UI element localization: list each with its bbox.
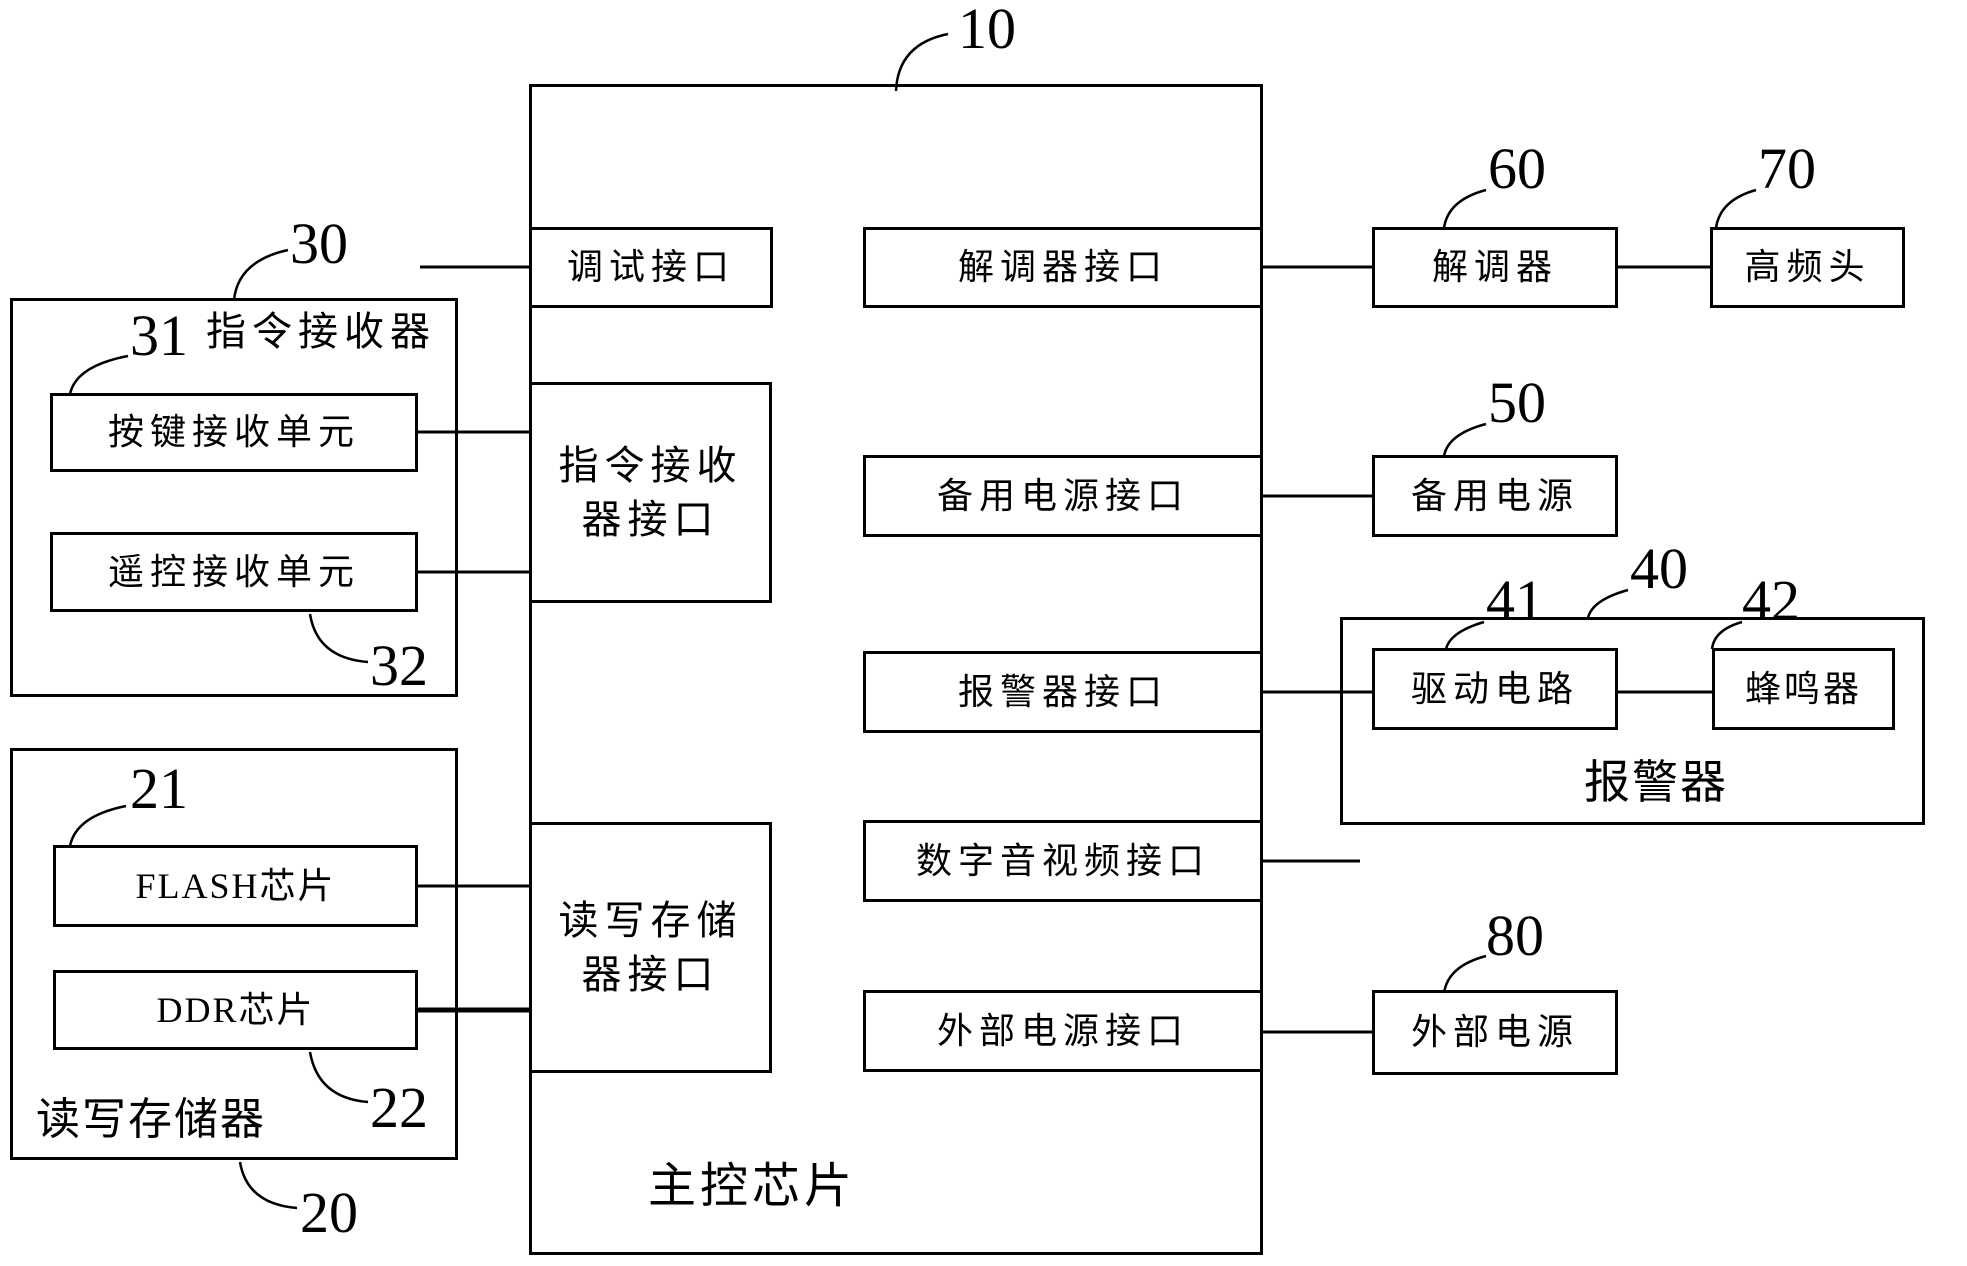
leader-curve-30 bbox=[232, 248, 289, 301]
leader-curve-31 bbox=[68, 354, 129, 395]
leader-curve-21 bbox=[68, 804, 127, 847]
node-demodulator: 解调器 bbox=[1372, 227, 1618, 308]
node-alarm-interface: 报警器接口 bbox=[863, 651, 1263, 733]
group-rw-memory bbox=[10, 748, 458, 1160]
ref-10: 10 bbox=[958, 0, 1016, 61]
node-ext-power-interface: 外部电源接口 bbox=[863, 990, 1263, 1072]
node-demod-interface: 解调器接口 bbox=[863, 227, 1263, 308]
group-rw-memory-label: 读写存储器 bbox=[36, 1095, 266, 1144]
ref-70: 70 bbox=[1758, 136, 1816, 201]
leader-curve-80 bbox=[1442, 954, 1487, 994]
ref-50: 50 bbox=[1488, 370, 1546, 435]
group-cmd-receiver bbox=[10, 298, 458, 697]
node-remote-unit: 遥控接收单元 bbox=[50, 532, 418, 612]
group-alarm-label: 报警器 bbox=[1584, 757, 1728, 808]
ref-30: 30 bbox=[290, 211, 348, 276]
ref-80: 80 bbox=[1486, 903, 1544, 968]
ref-20: 20 bbox=[300, 1180, 358, 1245]
leader-curve-20 bbox=[238, 1161, 298, 1210]
ref-21: 21 bbox=[130, 756, 188, 821]
leader-curve-40 bbox=[1586, 588, 1629, 619]
ref-22: 22 bbox=[370, 1075, 428, 1140]
leader-curve-41 bbox=[1444, 620, 1485, 650]
leader-curve-50 bbox=[1442, 422, 1487, 457]
leader-curve-42 bbox=[1710, 620, 1743, 650]
node-drive-circuit: 驱动电路 bbox=[1372, 648, 1618, 730]
leader-curve-10 bbox=[894, 32, 949, 92]
node-tuner: 高频头 bbox=[1710, 227, 1905, 308]
node-ext-power: 外部电源 bbox=[1372, 990, 1618, 1075]
node-rw-memory-interface: 读写存储 器接口 bbox=[529, 822, 772, 1073]
node-key-unit: 按键接收单元 bbox=[50, 393, 418, 472]
node-backup-power-interface: 备用电源接口 bbox=[863, 455, 1263, 537]
group-cmd-receiver-label: 指令接收器 bbox=[206, 309, 436, 354]
leader-curve-22 bbox=[308, 1051, 369, 1104]
node-flash-chip: FLASH芯片 bbox=[53, 845, 418, 927]
main-chip-label: 主控芯片 bbox=[648, 1160, 857, 1213]
group-alarm bbox=[1340, 617, 1925, 825]
node-buzzer: 蜂鸣器 bbox=[1712, 648, 1895, 730]
leader-curve-60 bbox=[1442, 188, 1487, 229]
ref-41: 41 bbox=[1486, 568, 1544, 633]
ref-42: 42 bbox=[1742, 568, 1800, 633]
ref-60: 60 bbox=[1488, 136, 1546, 201]
node-backup-power: 备用电源 bbox=[1372, 455, 1618, 537]
node-av-interface: 数字音视频接口 bbox=[863, 820, 1263, 902]
ref-32: 32 bbox=[370, 633, 428, 698]
node-ddr-chip: DDR芯片 bbox=[53, 970, 418, 1050]
leader-curve-32 bbox=[308, 613, 369, 664]
ref-40: 40 bbox=[1630, 536, 1688, 601]
node-debug-interface: 调试接口 bbox=[529, 227, 773, 308]
ref-31: 31 bbox=[130, 303, 188, 368]
node-cmd-receiver-interface: 指令接收 器接口 bbox=[529, 382, 772, 603]
leader-curve-70 bbox=[1714, 188, 1757, 229]
